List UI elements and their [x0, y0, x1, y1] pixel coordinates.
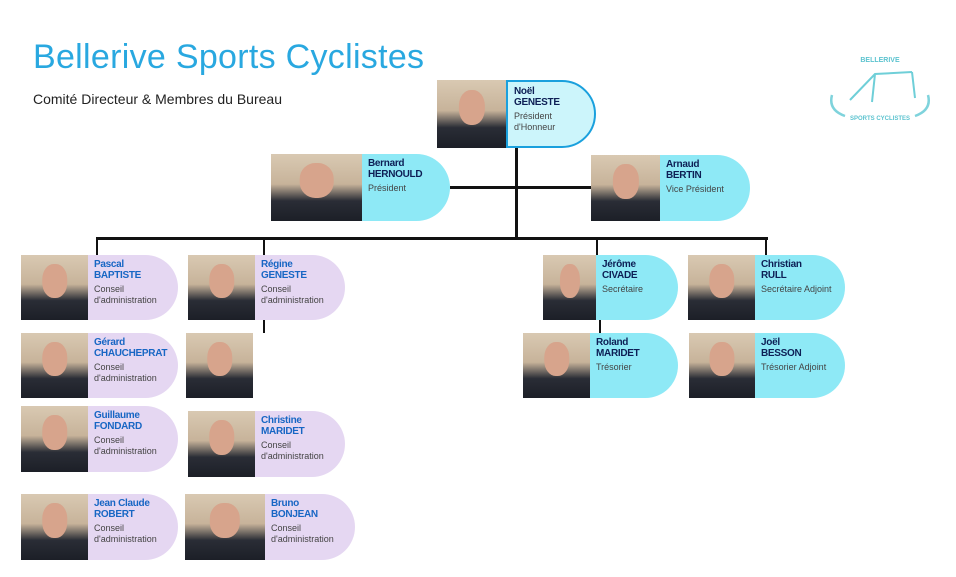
member-first-name: Noël: [514, 86, 535, 97]
member-photo: [185, 494, 265, 560]
page-title: Bellerive Sports Cyclistes: [33, 38, 425, 76]
member-role: Président d'Honneur: [514, 111, 556, 132]
member-role: Conseil d'administration: [94, 523, 157, 544]
member-last-name: CHAUCHEPRAT: [94, 348, 168, 359]
member-first-name: Jean Claude: [94, 498, 150, 509]
member-photo: [543, 255, 596, 320]
member-first-name: Arnaud: [666, 159, 700, 170]
member-role: Secrétaire Adjoint: [761, 284, 832, 294]
member-role: Trésorier: [596, 362, 632, 372]
member-last-name: RULL: [761, 270, 787, 281]
connector-line: [263, 320, 265, 333]
member-first-name: Christian: [761, 259, 802, 270]
member-first-name: Christine: [261, 415, 302, 426]
svg-text:SPORTS CYCLISTES: SPORTS CYCLISTES: [850, 116, 910, 122]
member-first-name: Bruno: [271, 498, 299, 509]
connector-line: [599, 320, 601, 333]
member-photo: [271, 154, 362, 221]
member-role: Conseil d'administration: [94, 284, 157, 305]
connector-line: [765, 237, 767, 255]
member-role: Conseil d'administration: [261, 440, 324, 461]
member-last-name: BONJEAN: [271, 509, 318, 520]
member-first-name: Gérard: [94, 337, 125, 348]
member-role: Conseil d'administration: [271, 523, 334, 544]
member-last-name: GENESTE: [261, 270, 307, 281]
member-photo: [21, 406, 88, 472]
connector-line: [515, 148, 518, 240]
connector-line: [596, 237, 598, 255]
member-last-name: BESSON: [761, 348, 802, 359]
member-photo: [21, 333, 88, 398]
member-last-name: MARIDET: [261, 426, 305, 437]
member-last-name: CIVADE: [602, 270, 638, 281]
member-role: Trésorier Adjoint: [761, 362, 827, 372]
member-role: Secrétaire: [602, 284, 644, 294]
member-photo: [186, 333, 253, 398]
member-last-name: ROBERT: [94, 509, 135, 520]
member-role: Président: [368, 183, 407, 193]
member-photo: [437, 80, 506, 148]
member-last-name: BERTIN: [666, 170, 702, 181]
member-first-name: Régine: [261, 259, 293, 270]
member-role: Conseil d'administration: [94, 362, 157, 383]
member-last-name: HERNOULD: [368, 169, 423, 180]
member-last-name: GENESTE: [514, 97, 560, 108]
member-photo: [188, 255, 255, 320]
connector-line: [518, 186, 591, 189]
member-first-name: Guillaume: [94, 410, 140, 421]
member-first-name: Bernard: [368, 158, 405, 169]
member-role: Conseil d'administration: [94, 435, 157, 456]
member-photo: [591, 155, 660, 221]
member-first-name: Roland: [596, 337, 629, 348]
connector-line: [263, 237, 265, 255]
member-first-name: Pascal: [94, 259, 124, 270]
member-photo: [188, 411, 255, 477]
member-first-name: Joël: [761, 337, 780, 348]
member-last-name: BAPTISTE: [94, 270, 142, 281]
connector-line: [450, 186, 516, 189]
member-photo: [689, 333, 755, 398]
member-first-name: Jérôme: [602, 259, 636, 270]
member-photo: [523, 333, 590, 398]
member-photo: [688, 255, 755, 320]
member-role: Vice Président: [666, 184, 724, 194]
member-photo: [21, 494, 88, 560]
member-photo: [21, 255, 88, 320]
member-role: Conseil d'administration: [261, 284, 324, 305]
member-last-name: FONDARD: [94, 421, 142, 432]
club-logo: BELLERIVE SPORTS CYCLISTES: [830, 57, 930, 122]
connector-line: [96, 237, 98, 255]
page-subtitle: Comité Directeur & Membres du Bureau: [33, 91, 282, 107]
svg-text:BELLERIVE: BELLERIVE: [860, 57, 900, 64]
connector-line: [96, 237, 768, 240]
member-last-name: MARIDET: [596, 348, 640, 359]
